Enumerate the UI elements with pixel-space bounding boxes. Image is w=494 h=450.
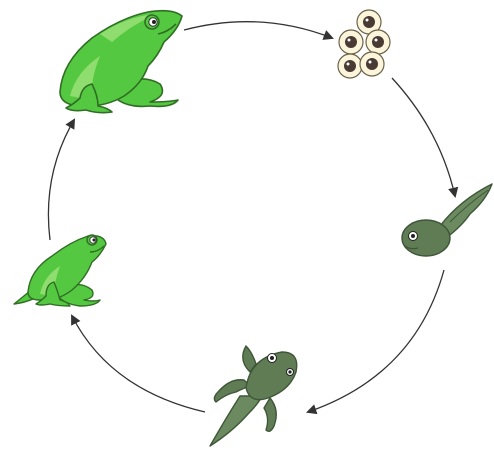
- arrow-tadpole-to-legged-tadpole: [308, 270, 444, 412]
- froglet-icon: [14, 235, 106, 306]
- adult-frog-icon: [60, 11, 182, 113]
- arrow-froglet-to-adult: [48, 120, 74, 240]
- arrow-legged-tadpole-to-froglet: [72, 316, 205, 412]
- arrow-eggs-to-tadpole: [392, 78, 455, 196]
- frog-eggs-icon: [338, 10, 390, 78]
- arrow-adult-to-eggs: [184, 22, 332, 38]
- tadpole-icon: [402, 184, 492, 256]
- tadpole-with-legs-icon: [210, 346, 297, 446]
